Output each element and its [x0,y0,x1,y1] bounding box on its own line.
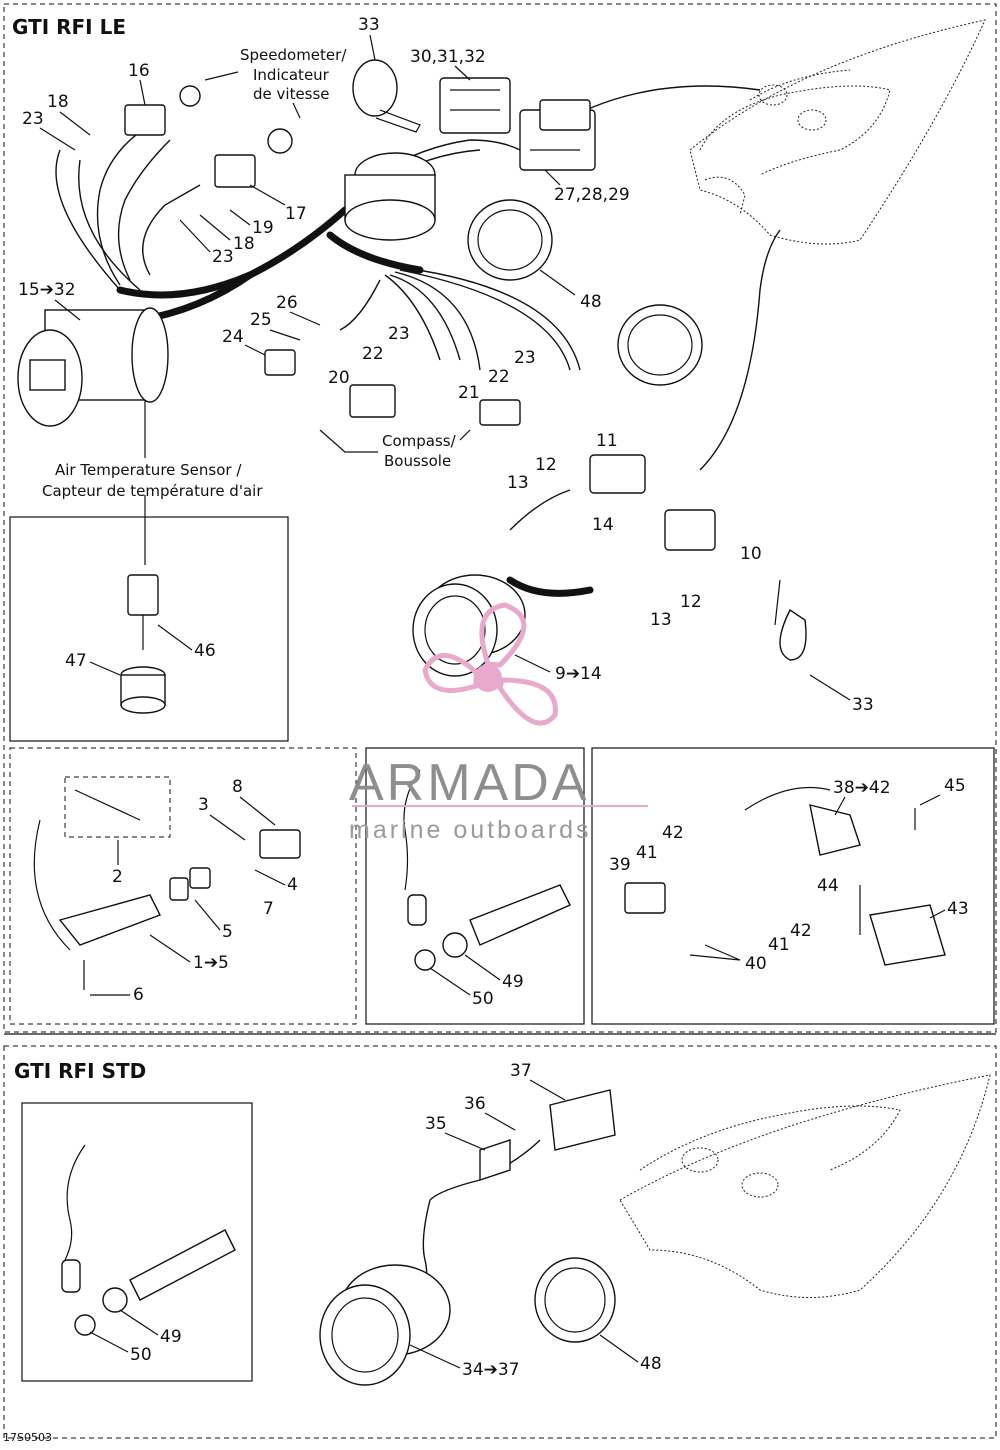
callout-13b: 13 [650,610,672,630]
callout-2: 2 [112,867,123,887]
watermark-brand: ARMADA [349,754,589,812]
speedometer-connectors [124,85,293,188]
callout-23d: 23 [514,348,536,368]
callout-37: 37 [510,1061,532,1081]
ecu-module-38-43 [624,786,946,966]
speedometer-label-1: Speedometer/ [240,46,347,64]
callout-12b: 12 [680,592,702,612]
callout-13a: 13 [507,473,529,493]
callout-50-std: 50 [130,1345,152,1365]
callout-1: 1➔5 [193,953,229,973]
callout-11: 11 [596,431,618,451]
callout-41a: 41 [636,843,658,863]
callout-18a: 18 [47,92,69,112]
air-temp-label-2: Capteur de température d'air [42,482,263,500]
callout-10: 10 [740,544,762,564]
section-title-le: GTI RFI LE [12,15,126,39]
callout-36: 36 [464,1094,486,1114]
bezel-ring-48-std [534,1257,616,1343]
callout-20: 20 [328,368,350,388]
callout-23a: 23 [22,109,44,129]
drawing-code: 17S0503 [3,1431,52,1444]
callout-44: 44 [817,876,839,896]
connector-plug-27-29 [519,99,596,171]
callout-15: 15➔32 [18,280,76,300]
callout-23b: 23 [212,247,234,267]
callout-14: 14 [592,515,614,535]
callout-49-std: 49 [160,1327,182,1347]
callout-6: 6 [133,985,144,1005]
callout-8: 8 [232,777,243,797]
compass-label-1: Compass/ [382,432,457,450]
callout-42a: 42 [662,823,684,843]
callout-48a: 48 [580,292,602,312]
callout-45: 45 [944,776,966,796]
callout-50: 50 [472,989,494,1009]
callout-40: 40 [745,954,767,974]
hull-drawing-le [689,19,986,245]
info-center-gauge-15 [17,307,169,427]
mirror-bracket-1-5 [33,776,301,990]
callouts-le: 33 30,31,32 16 18 23 17 19 18 23 27,28,2… [18,15,874,715]
callout-22b: 22 [488,367,510,387]
speedometer-label-2: Indicateur [253,66,330,84]
callout-9: 9➔14 [555,664,602,684]
callout-4: 4 [287,875,298,895]
propeller-logo [422,602,558,726]
callout-17: 17 [285,204,307,224]
callout-27: 27,28,29 [554,185,630,205]
harness-grommet [344,152,436,241]
gauge-34-std [319,1089,616,1386]
connector-plug-30-32 [439,77,511,134]
callout-21: 21 [458,383,480,403]
annotations: Speedometer/ Indicateur de vitesse Air T… [42,46,471,500]
callout-16: 16 [128,61,150,81]
callout-43: 43 [947,899,969,919]
bezel-ring-48-le [467,199,703,386]
callout-48-std: 48 [640,1354,662,1374]
callout-33a: 33 [358,15,380,35]
compass-label-2: Boussole [384,452,451,470]
cable-tie-33 [352,59,807,661]
watermark-tagline: marine outboards [349,816,592,844]
callout-42b: 42 [790,921,812,941]
callout-39: 39 [609,855,631,875]
callout-33b: 33 [852,695,874,715]
speedometer-label-3: de vitesse [253,85,330,103]
armada-watermark: ARMADA marine outboards [349,602,648,844]
callout-41b: 41 [768,935,790,955]
callout-49: 49 [502,972,524,992]
compass-connectors [264,349,521,426]
air-temp-label-1: Air Temperature Sensor / [55,461,242,479]
callout-38: 38➔42 [833,778,891,798]
callout-47: 47 [65,651,87,671]
air-temp-sensor-46 [120,495,166,714]
hull-drawing-std [619,1074,991,1298]
callout-18b: 18 [233,234,255,254]
callout-5: 5 [222,922,233,942]
callout-7: 7 [263,899,274,919]
callouts-std: 37 36 35 50 49 34➔37 48 [89,1061,662,1380]
safety-lanyard-std [61,1144,236,1336]
callout-24: 24 [222,327,244,347]
callout-23c: 23 [388,324,410,344]
section-title-std: GTI RFI STD [14,1059,146,1083]
callout-3: 3 [198,795,209,815]
callout-34: 34➔37 [462,1360,520,1380]
wiring-harness-le [55,85,781,471]
callout-30: 30,31,32 [410,47,486,67]
callouts-mid: 8 3 2 4 7 5 1➔5 6 49 50 38➔42 45 42 41 3… [90,776,969,1009]
safety-lanyard-mid [403,769,571,971]
callout-26: 26 [276,293,298,313]
callout-46: 46 [194,641,216,661]
frames [3,3,997,1439]
callout-12a: 12 [535,455,557,475]
callout-25: 25 [250,310,272,330]
tachometer-gauge-9 [412,454,716,677]
callout-35: 35 [425,1114,447,1134]
callout-22a: 22 [362,344,384,364]
callout-19: 19 [252,218,274,238]
